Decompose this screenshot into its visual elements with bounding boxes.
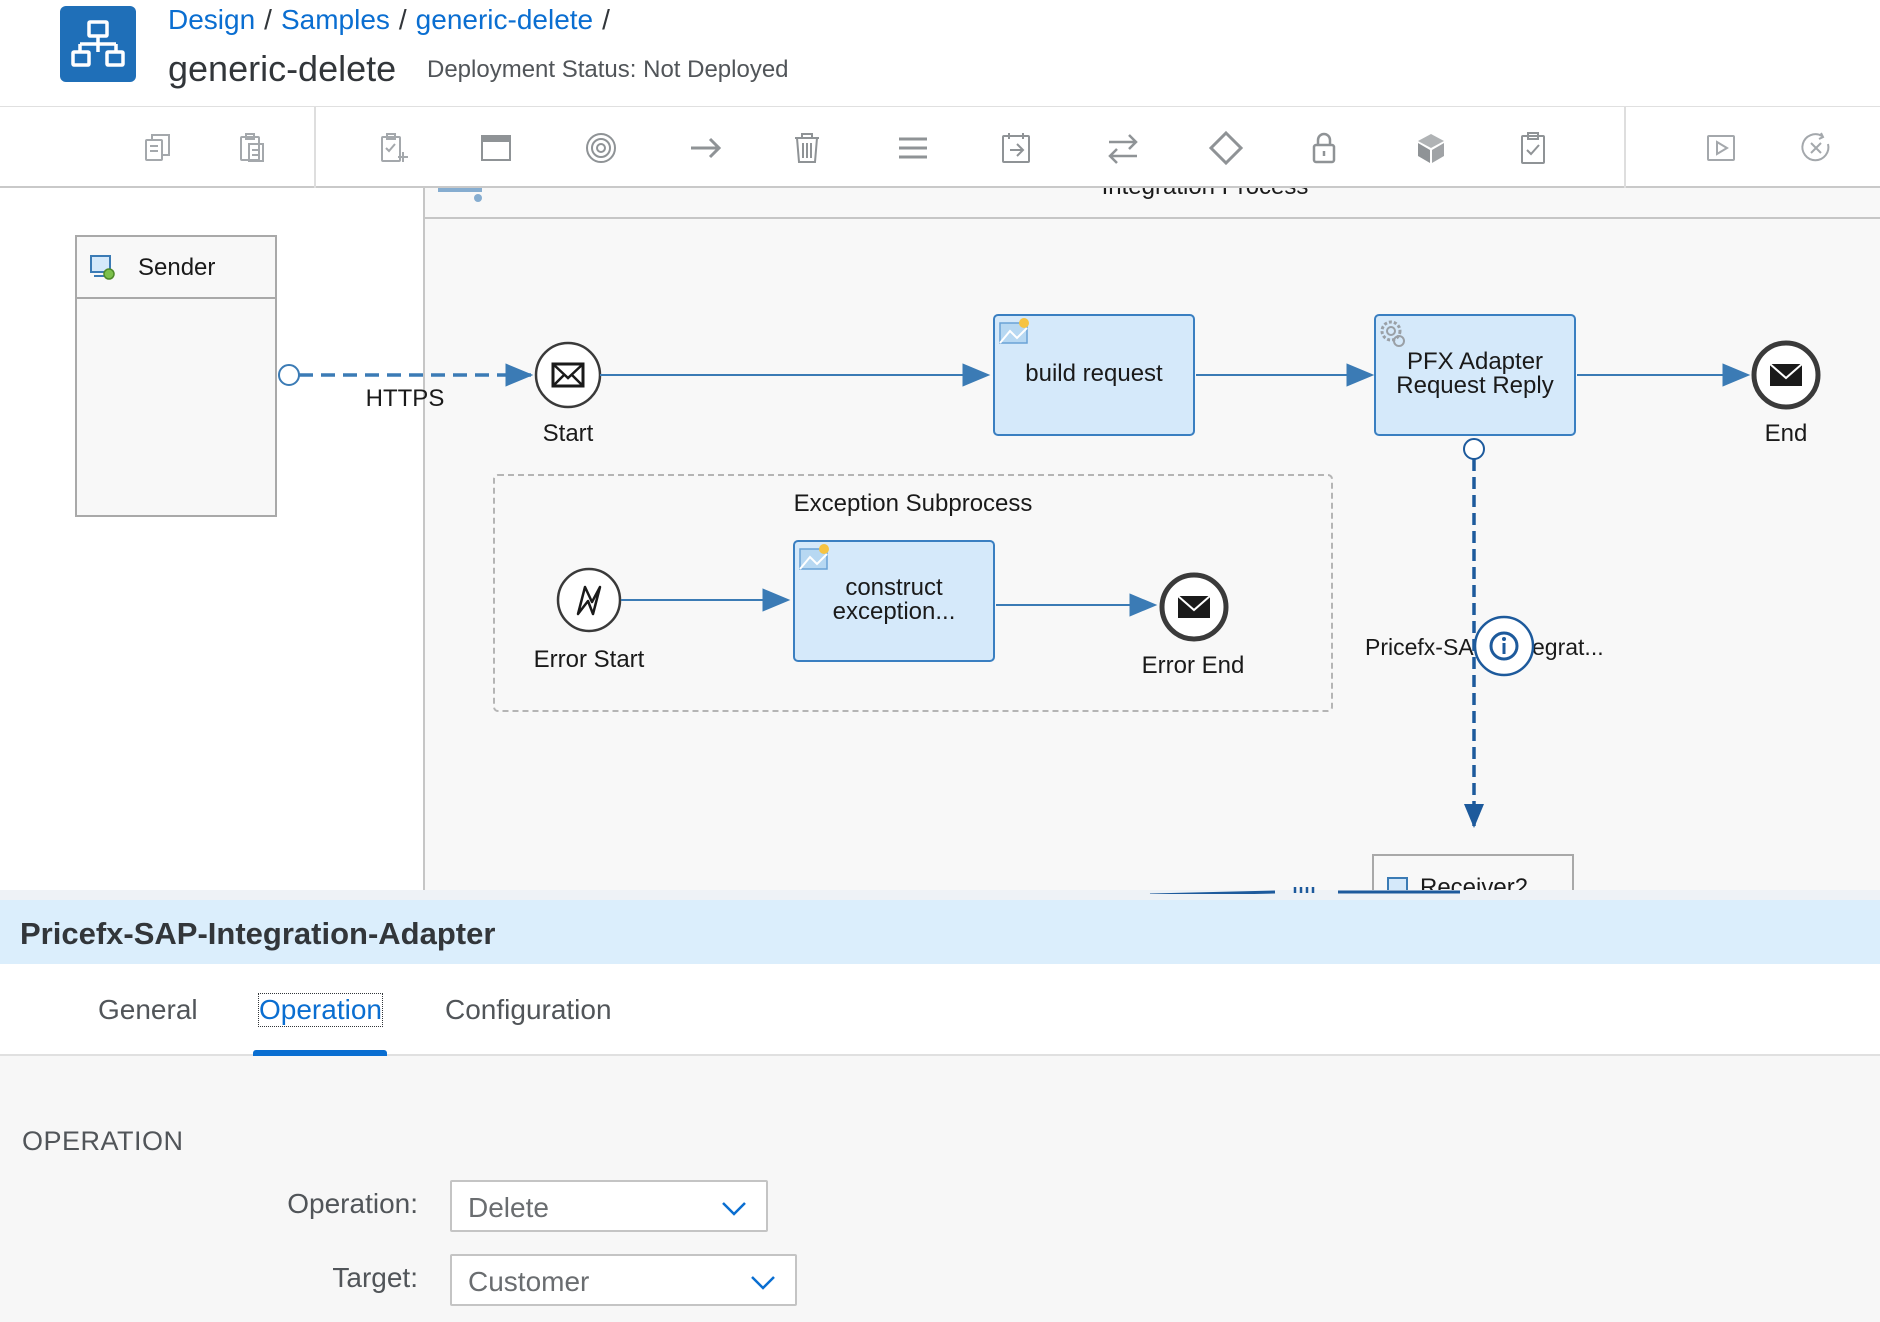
- target-field-label: Target:: [332, 1262, 418, 1293]
- chevron-down-icon: [751, 1276, 775, 1290]
- exception-subprocess[interactable]: Exception Subprocess Error Start constru…: [493, 474, 1333, 712]
- start-label: Start: [543, 420, 594, 447]
- breadcrumb-generic-delete[interactable]: generic-delete: [415, 4, 594, 35]
- content-modifier-icon: [799, 544, 829, 570]
- operation-select-value: Delete: [468, 1192, 549, 1223]
- breadcrumb-separator: /: [602, 4, 610, 35]
- package-icon[interactable]: [1408, 125, 1454, 171]
- breadcrumb: Design / Samples / generic-delete /: [168, 4, 619, 36]
- receiver2-label: Receiver2: [1420, 874, 1528, 894]
- operation-field-label: Operation:: [287, 1188, 418, 1219]
- error-start-event[interactable]: Error Start: [534, 567, 645, 673]
- menu-icon[interactable]: [890, 125, 936, 171]
- panel-title: Pricefx-SAP-Integration-Adapter: [20, 916, 496, 951]
- envelope-icon: [1769, 363, 1803, 386]
- exception-subprocess-label: Exception Subprocess: [794, 490, 1033, 517]
- deployment-status: Deployment Status: Not Deployed: [427, 56, 789, 83]
- pfx-adapter-request-reply-task[interactable]: PFX Adapter Request Reply: [1374, 314, 1576, 436]
- tab-operation[interactable]: Operation: [258, 993, 383, 1027]
- target-select[interactable]: Customer: [450, 1254, 797, 1306]
- error-end-label: Error End: [1142, 652, 1245, 679]
- tab-configuration[interactable]: Configuration: [445, 994, 612, 1025]
- lock-icon[interactable]: [1301, 125, 1347, 171]
- envelope-icon: [1177, 595, 1211, 618]
- pfx-adapter-label-line1: PFX Adapter: [1407, 348, 1543, 375]
- receiver2-participant[interactable]: Receiver2: [1372, 854, 1574, 894]
- integration-process-label: Integration Process: [1102, 188, 1309, 200]
- panel-resize-handle[interactable]: [0, 887, 1880, 894]
- window-icon[interactable]: [473, 125, 519, 171]
- process-icon: [438, 188, 482, 202]
- gateway-diamond-icon[interactable]: [1203, 125, 1249, 171]
- section-title: OPERATION: [22, 1126, 184, 1156]
- add-participant-icon[interactable]: [371, 125, 417, 171]
- info-icon[interactable]: [1473, 615, 1535, 677]
- operation-select[interactable]: Delete: [450, 1180, 768, 1232]
- end-label: End: [1765, 420, 1808, 447]
- adapter-connection-label-right: egrat...: [1532, 634, 1604, 660]
- breadcrumb-design[interactable]: Design: [168, 4, 256, 35]
- adapter-connection-label-left: Pricefx-SA: [1365, 634, 1474, 660]
- https-label: HTTPS: [366, 385, 445, 412]
- paste-icon[interactable]: [229, 125, 275, 171]
- active-tab-indicator: [253, 1050, 387, 1056]
- build-request-task[interactable]: build request: [993, 314, 1195, 436]
- clipboard-check-icon[interactable]: [1510, 125, 1556, 171]
- chevron-down-icon: [722, 1202, 746, 1216]
- target-icon[interactable]: [578, 125, 624, 171]
- hierarchy-icon: [60, 6, 136, 82]
- page-title: generic-delete: [168, 48, 397, 89]
- properties-tabs: General Operation Configuration: [0, 964, 1880, 1056]
- construct-exception-label-line2: exception...: [833, 598, 956, 625]
- construct-exception-label-line1: construct: [845, 574, 943, 601]
- delete-icon[interactable]: [784, 125, 830, 171]
- exchange-icon[interactable]: [1100, 125, 1146, 171]
- properties-panel-header: Pricefx-SAP-Integration-Adapter: [0, 894, 1880, 964]
- build-request-label: build request: [1025, 360, 1163, 387]
- arrow-right-icon[interactable]: [683, 125, 729, 171]
- breadcrumb-separator: /: [264, 4, 272, 35]
- pfx-adapter-label-line2: Request Reply: [1396, 372, 1553, 399]
- target-select-value: Customer: [468, 1266, 590, 1297]
- https-connection[interactable]: HTTPS: [278, 363, 534, 412]
- tab-general[interactable]: General: [98, 994, 198, 1025]
- sender-system-icon: [90, 255, 115, 280]
- adapter-connection[interactable]: Pricefx-SA egrat...: [1365, 438, 1604, 828]
- error-start-label: Error Start: [534, 646, 645, 673]
- operation-form: OPERATION Operation: Delete Target: Cust…: [0, 1056, 1880, 1322]
- end-event[interactable]: End: [1751, 340, 1821, 447]
- content-modifier-icon: [999, 318, 1029, 344]
- construct-exception-task[interactable]: construct exception...: [793, 540, 995, 662]
- envelope-icon: [551, 362, 585, 388]
- editor-toolbar: [0, 106, 1880, 189]
- sender-label: Sender: [138, 254, 215, 281]
- page-header: Design/Samples/generic-delete/ generic-d…: [0, 0, 1880, 106]
- calendar-import-icon[interactable]: [993, 125, 1039, 171]
- diagram-canvas[interactable]: Integration Process Sender HTTPS: [0, 188, 1880, 894]
- stop-cancel-icon[interactable]: [1793, 125, 1839, 171]
- copy-icon[interactable]: [135, 125, 181, 171]
- lightning-icon: [576, 585, 602, 616]
- breadcrumb-samples[interactable]: Samples: [280, 4, 390, 35]
- breadcrumb-separator: /: [398, 4, 407, 35]
- start-event[interactable]: Start: [534, 341, 602, 447]
- gear-icon: [1380, 320, 1405, 347]
- run-icon[interactable]: [1698, 125, 1744, 171]
- error-end-event[interactable]: Error End: [1142, 572, 1245, 679]
- toolbar-separator: [314, 107, 316, 189]
- toolbar-separator: [1624, 107, 1626, 189]
- sender-participant[interactable]: Sender: [75, 235, 277, 517]
